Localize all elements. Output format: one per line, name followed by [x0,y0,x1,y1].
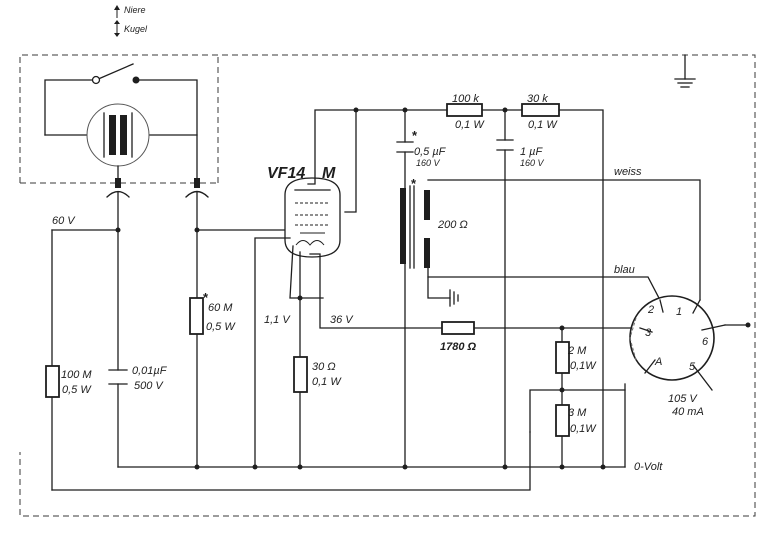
r2m-power: 0,1W [570,360,597,372]
voltage-36v: 36 V [330,314,354,326]
resistor-60m [189,297,204,335]
transformer [400,185,430,269]
wire-blau: blau [614,264,635,276]
voltage-60v: 60 V [52,215,76,227]
voltage-1-1v: 1,1 V [264,314,291,326]
r30k-value: 30 k [527,93,548,105]
r60m-power: 0,5 W [206,321,236,333]
pin-a: A [654,356,662,368]
current-40ma: 40 mA [672,406,704,418]
pin-1: 1 [676,306,682,318]
capacitor-1uf [496,139,514,151]
connector-socket [629,295,751,391]
plug-contact-left [106,178,130,231]
resistor-2m [555,341,570,374]
pin-5: 5 [689,361,696,373]
r30k-power: 0,1 W [528,119,558,131]
c05-star: * [412,128,418,143]
voltage-0v: 0-Volt [634,461,663,473]
r3m-value: 3 M [568,407,587,419]
capacitor-05uf [396,141,414,153]
shield-outline [19,54,756,517]
r100m-value: 100 M [61,369,92,381]
tube-vf14m [284,177,341,258]
c001-value: 0,01µF [132,365,168,377]
resistor-100k [446,103,483,117]
wire-weiss: weiss [614,166,642,178]
resistor-1780 [441,321,475,335]
c05-value: 0,5 µF [414,146,447,158]
ground-icon [674,54,696,88]
capacitor-001uf [108,369,128,385]
pin-3: 3 [645,327,652,339]
tube-name: VF14 [267,165,305,182]
resistor-100m [45,365,60,398]
wiring [51,109,701,491]
c05-voltage: 160 V [416,158,441,168]
c1-value: 1 µF [520,146,544,158]
r100k-value: 100 k [452,93,479,105]
r60m-value: 60 M [208,302,233,314]
capsule-switch [44,63,198,181]
c001-voltage: 500 V [134,380,164,392]
r100m-power: 0,5 W [62,384,92,396]
junction-dots [115,107,606,470]
arrow-up-icon [114,5,120,18]
pin-6: 6 [702,336,709,348]
resistor-3m [555,404,570,437]
pin-2: 2 [647,304,654,316]
r1780-value: 1780 Ω [440,341,477,353]
r60m-star: * [203,290,209,305]
transformer-star: * [411,176,417,191]
resistor-30k [521,103,560,117]
arrow-updown-icon [114,20,120,37]
r2m-value: 2 M [567,345,587,357]
r30ohm-power: 0,1 W [312,376,342,388]
transformer-value: 200 Ω [437,219,468,231]
voltage-105v: 105 V [668,393,698,405]
resistor-30ohm [293,356,308,393]
legend-kugel: Kugel [124,24,148,34]
legend-niere: Niere [124,5,146,15]
r3m-power: 0,1W [570,423,597,435]
tube-suffix: M [322,165,336,182]
plug-contact-right [185,178,209,231]
r30ohm-value: 30 Ω [312,361,336,373]
legend: Niere Kugel [114,5,148,37]
r100k-power: 0,1 W [455,119,485,131]
ground-icon [449,289,459,307]
c1-voltage: 160 V [520,158,545,168]
